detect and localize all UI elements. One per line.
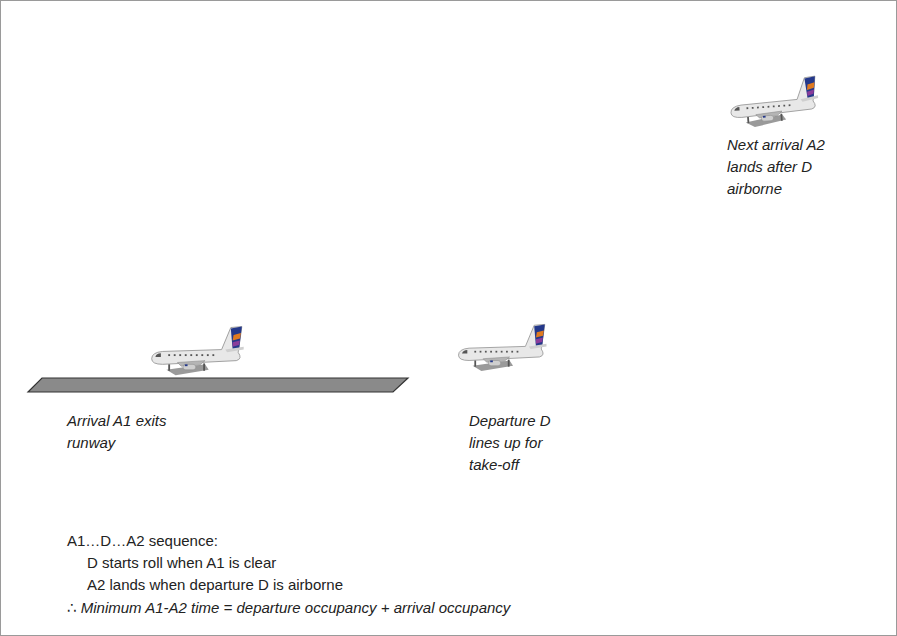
departure-note: Departure D lines up for take-off xyxy=(469,410,569,476)
aircraft-d xyxy=(459,324,547,371)
conclusion-note: ∴ Minimum A1-A2 time = departure occupan… xyxy=(67,597,510,619)
sequence-step: D starts roll when A1 is clear xyxy=(87,552,276,574)
aircraft-a2 xyxy=(729,76,820,129)
arrival-note: Next arrival A2 lands after D airborne xyxy=(727,134,852,200)
sequence-heading: A1…D…A2 sequence: xyxy=(67,530,218,552)
sequence-step: A2 lands when departure D is airborne xyxy=(87,574,343,596)
runway xyxy=(28,378,408,392)
aircraft-a1 xyxy=(152,327,244,376)
arrival-note: Arrival A1 exits runway xyxy=(67,410,167,454)
